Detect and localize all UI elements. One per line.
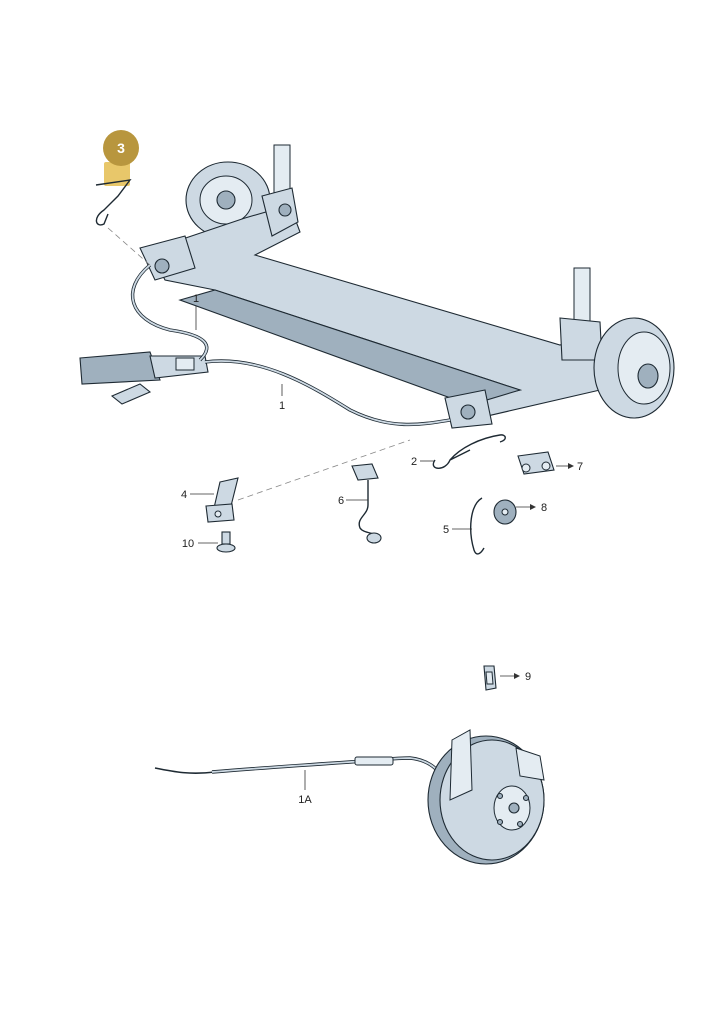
bracket-part-7 <box>517 451 555 475</box>
shock-absorber-right <box>573 267 591 329</box>
cable-part-1A <box>154 756 452 791</box>
brake-backing-plate <box>427 729 545 865</box>
callout-7: 7 <box>577 461 583 473</box>
holder-part-4 <box>205 477 239 523</box>
washer-part-8 <box>493 499 517 525</box>
callout-4: 4 <box>181 489 187 501</box>
badge-part-3: 3 <box>103 130 139 166</box>
callout-2: 2 <box>411 456 417 468</box>
brake-drum-right <box>593 317 675 419</box>
callouts: 1 1 2 7 4 6 8 5 10 9 1A <box>181 293 583 806</box>
svg-text:3: 3 <box>117 140 125 156</box>
callout-1-upper: 1 <box>193 293 199 305</box>
handbrake-lever <box>79 351 209 405</box>
callout-8: 8 <box>541 502 547 514</box>
trailing-arm-mount-left <box>139 235 196 281</box>
cable-clip-part-3 <box>95 162 132 226</box>
callout-10: 10 <box>182 538 194 550</box>
rear-axle-assembly <box>139 144 675 429</box>
callout-6: 6 <box>338 495 344 507</box>
callout-9: 9 <box>525 671 531 683</box>
callout-1A: 1A <box>298 794 312 806</box>
bolt-part-10 <box>216 531 236 553</box>
assembly-line-clip <box>237 439 411 501</box>
clip-part-9 <box>483 665 497 691</box>
spring-part-6 <box>351 463 382 544</box>
spring-clip-part-2 <box>432 434 506 469</box>
handbrake-cable-1 <box>130 263 451 427</box>
retaining-spring-part-5 <box>470 497 485 555</box>
callout-5: 5 <box>443 524 449 536</box>
callout-1-lower: 1 <box>279 400 285 412</box>
